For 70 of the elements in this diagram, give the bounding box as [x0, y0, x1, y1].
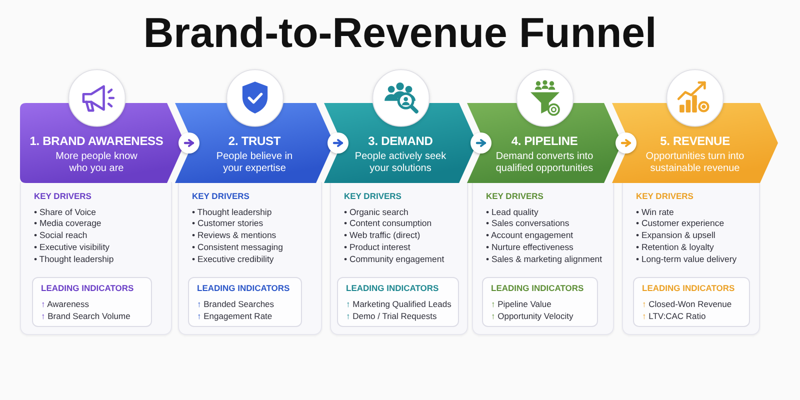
arrow: [184, 139, 194, 147]
section-heading: KEY DRIVERS: [34, 191, 92, 202]
driver-card: [472, 182, 614, 335]
stage-title: 4. PIPELINE: [511, 134, 578, 149]
arrow: [332, 139, 344, 147]
indicator-panel: [633, 277, 750, 327]
section-heading: LEADING INDICATORS: [197, 283, 290, 294]
arrow: [476, 139, 486, 147]
list-item: • Thought leadership: [192, 206, 272, 218]
driver-card: [178, 182, 322, 335]
indicator-panel: [482, 277, 598, 327]
indicator-item: ↑ Pipeline Value: [491, 298, 552, 310]
list-item: • Web traffic (direct): [344, 230, 420, 242]
driver-card: [622, 182, 760, 335]
stage-subtitle: People believe in your expertise: [215, 151, 294, 175]
list-item: • Executive credibility: [192, 254, 274, 266]
section-heading: KEY DRIVERS: [192, 191, 250, 202]
stage-title: 1. BRAND AWARENESS: [30, 134, 164, 149]
list-item: • Nurture effectiveness: [486, 242, 574, 254]
indicator-item: ↑ Demo / Trial Requests: [346, 310, 437, 322]
section-heading: LEADING INDICATORS: [491, 283, 584, 294]
stage-title: 5. REVENUE: [660, 134, 730, 149]
driver-card: [330, 182, 468, 335]
stage-subtitle: More people know who you are: [54, 151, 138, 175]
list-item: • Social reach: [34, 230, 88, 242]
list-item: • Account engagement: [486, 230, 574, 242]
indicator-item: ↑ Marketing Qualified Leads: [346, 298, 452, 310]
stage-subtitle: Demand converts into qualified opportunities: [494, 151, 594, 175]
section-heading: LEADING INDICATORS: [346, 283, 439, 294]
stage-title: 2. TRUST: [228, 134, 281, 149]
stage-subtitle: People actively seek your solutions: [354, 151, 448, 175]
list-item: • Content consumption: [344, 218, 432, 230]
section-heading: KEY DRIVERS: [636, 191, 694, 202]
list-item: • Organic search: [344, 206, 408, 218]
indicator-item: ↑ Branded Searches: [197, 298, 274, 310]
section-heading: KEY DRIVERS: [344, 191, 402, 202]
list-item: • Customer stories: [192, 218, 264, 230]
list-item: • Retention & loyalty: [636, 242, 714, 254]
indicator-item: ↑ Awareness: [41, 298, 90, 310]
indicator-item: ↑ Opportunity Velocity: [491, 310, 574, 322]
list-item: • Expansion & upsell: [636, 230, 716, 242]
indicator-panel: [188, 277, 302, 327]
section-heading: LEADING INDICATORS: [642, 283, 735, 294]
list-item: • Sales & marketing alignment: [486, 254, 602, 266]
section-heading: LEADING INDICATORS: [41, 283, 134, 294]
page-title: Brand-to-Revenue Funnel: [143, 9, 657, 57]
indicator-panel: [32, 277, 152, 327]
list-item: • Reviews & mentions: [192, 230, 276, 242]
indicator-item: ↑ Brand Search Volume: [41, 310, 130, 322]
indicator-item: ↑ LTV:CAC Ratio: [642, 310, 706, 322]
stage-title: 3. DEMAND: [368, 134, 433, 149]
stage-subtitle: Opportunities turn into sustainable revenue: [644, 151, 746, 175]
list-item: • Long-term value delivery: [636, 254, 737, 266]
section-heading: KEY DRIVERS: [486, 191, 544, 202]
list-item: • Share of Voice: [34, 206, 96, 218]
indicator-item: ↑ Engagement Rate: [197, 310, 272, 322]
indicator-item: ↑ Closed-Won Revenue: [642, 298, 732, 310]
list-item: • Community engagement: [344, 254, 444, 266]
list-item: • Consistent messaging: [192, 242, 283, 254]
list-item: • Win rate: [636, 206, 674, 218]
list-item: • Product interest: [344, 242, 410, 254]
arrow: [620, 139, 632, 147]
driver-card: [20, 182, 172, 335]
list-item: • Executive visibility: [34, 242, 110, 254]
list-item: • Media coverage: [34, 218, 102, 230]
list-item: • Sales conversations: [486, 218, 570, 230]
indicator-panel: [337, 277, 459, 327]
list-item: • Customer experience: [636, 218, 724, 230]
list-item: • Thought leadership: [34, 254, 114, 266]
list-item: • Lead quality: [486, 206, 538, 218]
